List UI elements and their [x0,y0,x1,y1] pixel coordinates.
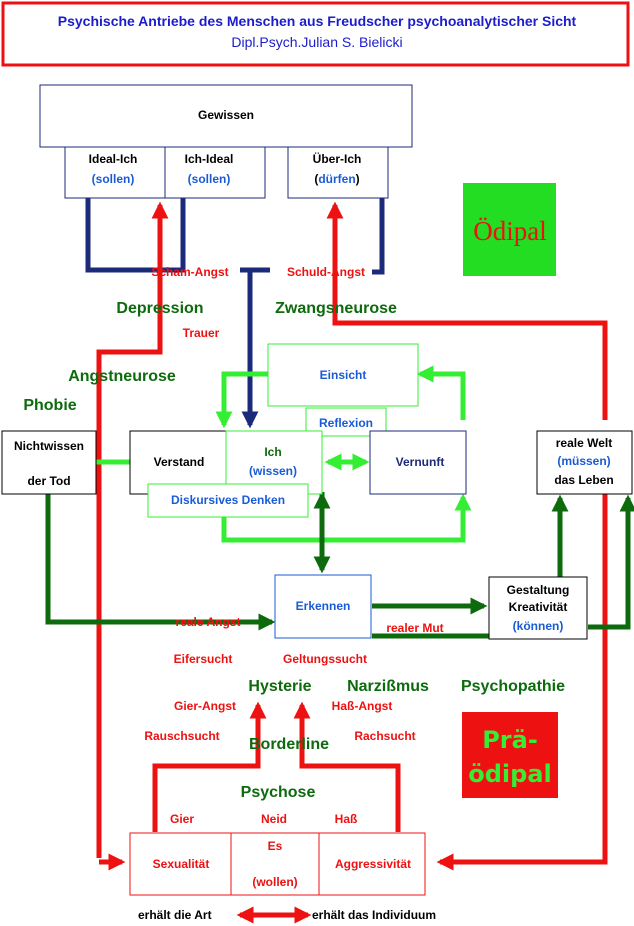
nichtwissen-label: Nichtwissen [14,439,84,453]
vernunft-label: Vernunft [396,455,445,469]
erhaelt-art-label: erhält die Art [138,908,212,922]
praeoedipal-label-1: Prä- [482,726,538,754]
einsicht-box [267,343,419,407]
gier-angst-label: Gier-Angst [174,699,236,713]
ideal-ich-sub: (sollen) [92,172,135,186]
diskursives-denken-box [147,483,309,518]
hass-angst-label: Haß-Angst [332,699,393,713]
ideal-ich-box [64,146,166,199]
borderline-label: Borderline [249,736,329,753]
das-leben-label: das Leben [554,473,613,487]
hass-label: Haß [335,812,358,826]
angstneurose-label: Angstneurose [68,368,176,385]
hysterie-label: Hysterie [248,678,311,695]
red-connectors [96,201,608,924]
ueber-ich-sub: (dürfen) [314,172,359,186]
ideal-ich-label: Ideal-Ich [89,152,138,166]
oedipal-badge [463,183,556,276]
neid-label: Neid [261,812,287,826]
ich-ideal-label: Ich-Ideal [185,152,234,166]
es-box [230,832,320,896]
ich-ideal-box [164,146,266,199]
title-main: Psychische Antriebe des Menschen aus Fre… [58,13,577,29]
praeoedipal-label-2: ödipal [468,760,552,788]
ich-sub: (wissen) [249,464,297,478]
scham-angst-label: Scham-Angst [151,265,228,279]
title-box [1,1,630,67]
ich-label: Ich [264,445,281,459]
depression-label: Depression [116,300,203,317]
reale-welt-box [536,430,633,495]
gestaltung-box [488,576,588,640]
erhaelt-individuum-label: erhält das Individuum [312,908,436,922]
eifersucht-label: Eifersucht [174,652,233,666]
rachsucht-label: Rachsucht [354,729,415,743]
es-sub: (wollen) [252,875,297,889]
gestaltung-label: Gestaltung [507,583,570,597]
kreativitaet-label: Kreativität [509,600,568,614]
erkennen-box [274,574,372,639]
schuld-angst-label: Schuld-Angst [287,265,365,279]
dark-green-connectors [45,491,634,639]
geltungssucht-label: Geltungssucht [283,652,367,666]
gewissen-label: Gewissen [198,108,254,122]
reale-welt-label: reale Welt [556,436,612,450]
psychopathie-label: Psychopathie [461,678,565,695]
zwangsneurose-label: Zwangsneurose [275,300,397,317]
phobie-label: Phobie [23,397,76,414]
ich-ideal-sub: (sollen) [188,172,231,186]
ueber-ich-label: Über-Ich [313,151,362,166]
gewissen-box [39,84,413,148]
oedipal-label: Ödipal [473,216,547,246]
diskursives-denken-label: Diskursives Denken [171,493,285,507]
es-label: Es [268,839,283,853]
der-tod-label: der Tod [27,474,70,488]
realer-mut-label: realer Mut [386,621,443,635]
navy-superego-lines [85,198,385,429]
aggressivitaet-box [318,832,426,896]
ueber-ich-box [287,146,389,199]
muessen-label: (müssen) [557,454,610,468]
psychose-label: Psychose [241,784,316,801]
narzissmus-label: Narzißmus [347,678,429,695]
koennen-label: (können) [513,619,564,633]
title-author: Dipl.Psych.Julian S. Bielicki [231,34,402,50]
praeoedipal-badge [462,712,558,798]
einsicht-label: Einsicht [320,368,367,382]
aggressivitaet-label: Aggressivität [335,857,411,871]
erkennen-label: Erkennen [296,599,351,613]
sexualitaet-label: Sexualität [153,857,210,871]
gier-label: Gier [170,812,194,826]
vernunft-box [369,430,467,495]
rauschsucht-label: Rauschsucht [144,729,219,743]
sexualitaet-box [129,832,232,896]
nichtwissen-box [1,430,97,495]
trauer-label: Trauer [183,326,220,340]
reflexion-label: Reflexion [319,416,373,430]
verstand-label: Verstand [154,455,205,469]
reale-angst-label: reale Angst [176,615,241,629]
